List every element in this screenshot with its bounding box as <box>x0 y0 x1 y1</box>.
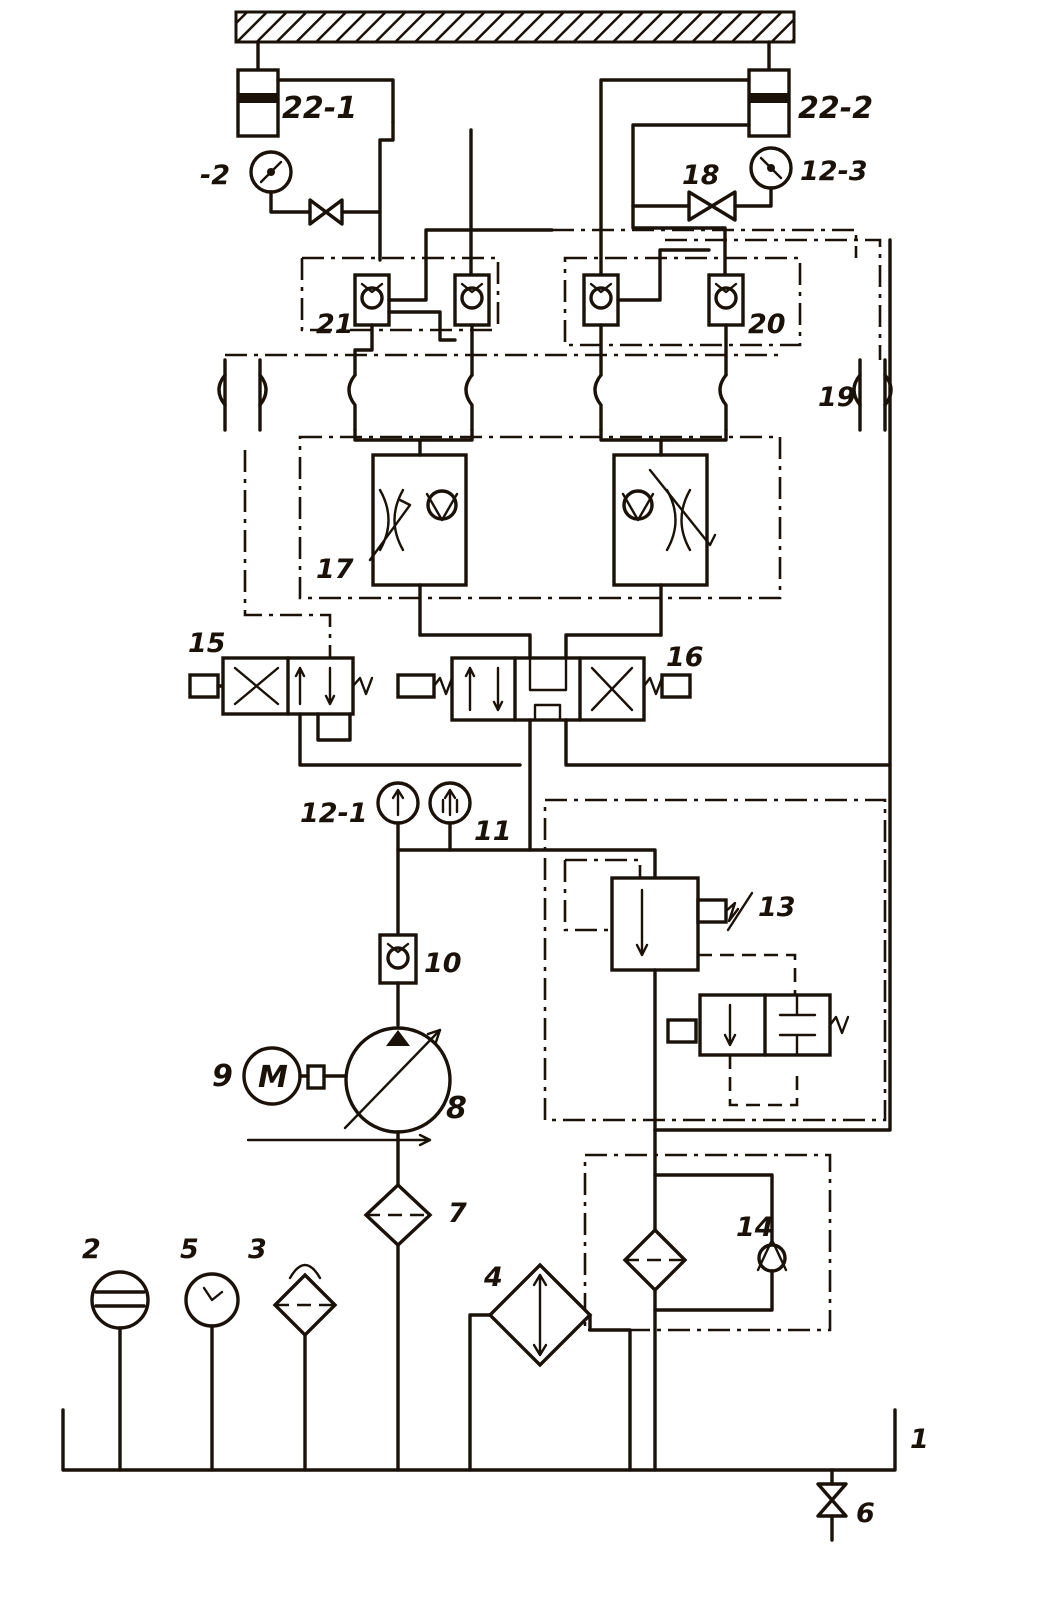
label-gauge-12-1: 12-1 <box>300 798 368 829</box>
label-coupling-19: 19 <box>818 382 856 413</box>
level-gauge-2 <box>90 1270 150 1472</box>
label-valve-15: 15 <box>188 628 226 659</box>
label-check-14: 14 <box>736 1212 774 1243</box>
oil-tank-1 <box>61 1408 897 1472</box>
label-22-2: 22-2 <box>798 91 873 126</box>
check-valve-10 <box>378 933 418 1027</box>
suction-filter-7 <box>363 1182 433 1472</box>
label-item-2: 2 <box>82 1234 101 1265</box>
pressure-gauge-right <box>631 146 793 222</box>
label-block-17: 17 <box>316 554 354 585</box>
label-filter-7: 7 <box>448 1198 467 1229</box>
label-cooler-4: 4 <box>483 1262 503 1293</box>
directional-valve-15 <box>188 450 522 767</box>
label-pump-8: 8 <box>446 1091 467 1126</box>
air-breather-3 <box>272 1263 338 1472</box>
pressure-switch-11 <box>428 781 472 852</box>
pressure-gauge-left <box>249 120 395 262</box>
label-gauge-left: -2 <box>200 160 230 191</box>
variable-pump-8 <box>343 1026 452 1187</box>
label-relief-13: 13 <box>758 892 796 923</box>
label-motor-9: 9 <box>212 1059 233 1094</box>
throttle-check-block-17 <box>298 428 782 637</box>
label-valve-18: 18 <box>682 160 720 191</box>
pilot-check-block-21 <box>300 228 554 377</box>
return-filter-check-14 <box>583 1128 832 1472</box>
label-drain-6: 6 <box>856 1498 875 1529</box>
label-valve-16: 16 <box>666 642 704 673</box>
hose-couplings <box>217 353 780 432</box>
pilot-check-block-20 <box>563 248 802 377</box>
rotation-arrow <box>246 1133 432 1147</box>
thermometer-5 <box>184 1272 240 1472</box>
label-item-5: 5 <box>180 1234 199 1265</box>
label-gauge-right: 12-3 <box>800 156 868 187</box>
label-item-3: 3 <box>248 1234 267 1265</box>
directional-valve-16 <box>396 633 892 852</box>
label-block-21: 21 <box>316 309 354 340</box>
label-22-1: 22-1 <box>282 91 357 126</box>
label-block-20: 20 <box>748 309 786 340</box>
motor-letter: M <box>258 1060 288 1095</box>
label-gauge-11: 11 <box>474 816 512 847</box>
cooler-4 <box>468 1262 632 1472</box>
motor-9: M <box>242 1046 348 1106</box>
pressure-gauge-12-1 <box>376 781 420 852</box>
relief-valve-block-13 <box>543 798 887 1132</box>
drain-valve-6 <box>816 1468 848 1542</box>
ceiling-beam <box>234 10 796 44</box>
cylinder-22-2 <box>599 40 791 277</box>
coupling-19 <box>852 358 893 432</box>
label-tank-1: 1 <box>910 1424 929 1455</box>
cylinder-22-1 <box>236 40 395 138</box>
label-check-10: 10 <box>424 948 462 979</box>
